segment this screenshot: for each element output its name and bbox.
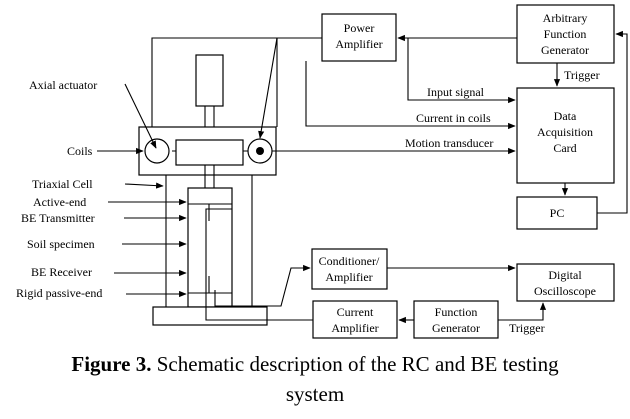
triaxial-cell-label: Triaxial Cell	[32, 177, 93, 191]
wire-current-in-coils	[305, 61, 516, 130]
wire-fg-trigger	[498, 302, 547, 321]
conditioner-block: Conditioner/ Amplifier	[311, 248, 388, 290]
wire-input-signal	[407, 38, 516, 104]
oscilloscope-label-1: Digital	[548, 268, 582, 282]
oscilloscope-label-2: Oscilloscope	[534, 284, 596, 298]
signal-labels: Trigger Input signal Current in coils Mo…	[405, 68, 600, 335]
component-labels: Axial actuator Coils Triaxial Cell Activ…	[16, 78, 102, 300]
signal-wires	[205, 30, 628, 324]
wire-power-to-coils	[276, 37, 322, 40]
axial-actuator-label: Axial actuator	[29, 78, 97, 92]
current-amplifier-label-2: Amplifier	[331, 321, 378, 335]
function-generator-label-1: Function	[435, 305, 478, 319]
wire-receiver-to-conditioner	[214, 264, 311, 307]
drive-head	[175, 139, 244, 166]
power-amplifier-label-2: Amplifier	[335, 37, 382, 51]
be-transmitter-label: BE Transmitter	[21, 211, 95, 225]
coil-left	[144, 138, 170, 164]
soil-specimen-label: Soil specimen	[27, 237, 95, 251]
be-receiver-label: BE Receiver	[31, 265, 92, 279]
oscilloscope-block: Digital Oscilloscope	[516, 263, 615, 302]
figure-caption-line-2: system	[285, 382, 345, 406]
afg-label-2: Function	[544, 27, 587, 41]
pc-block: PC	[516, 196, 598, 230]
wire-current-amp-to-transmitter	[205, 208, 313, 321]
function-generator-label-2: Generator	[432, 321, 480, 335]
daq-label-1: Data	[554, 109, 577, 123]
current-amplifier-block: Current Amplifier	[312, 300, 398, 339]
axial-actuator-body	[195, 54, 224, 107]
figure-caption-line-1: Figure 3. Schematic description of the R…	[0, 350, 630, 379]
trigger-bottom-label: Trigger	[509, 321, 545, 335]
rigid-passive-end-label: Rigid passive-end	[16, 286, 102, 300]
power-amplifier-block: Power Amplifier	[321, 13, 397, 62]
function-generator-block: Function Generator	[413, 300, 499, 339]
coils-label: Coils	[67, 144, 93, 158]
figure-number: Figure 3.	[71, 352, 152, 376]
apparatus	[138, 37, 278, 326]
soil-specimen-body	[187, 187, 233, 308]
rc-be-testing-schematic: Power Amplifier Arbitrary Function Gener…	[16, 4, 628, 339]
current-in-coils-label: Current in coils	[416, 111, 491, 125]
input-signal-label: Input signal	[427, 85, 485, 99]
active-end-label: Active-end	[33, 195, 86, 209]
wire-power-to-right-coil	[258, 37, 278, 139]
afg-label-3: Generator	[541, 43, 589, 57]
conditioner-label-2: Amplifier	[325, 270, 372, 284]
daq-block: Data Acquisition Card	[516, 87, 615, 184]
cell-base	[152, 306, 268, 326]
power-amplifier-label-1: Power	[344, 21, 375, 35]
afg-label-1: Arbitrary	[543, 11, 588, 25]
daq-label-2: Acquisition	[537, 125, 593, 139]
motion-transducer-dot	[256, 147, 264, 155]
motion-transducer-label: Motion transducer	[405, 136, 493, 150]
daq-label-3: Card	[553, 141, 576, 155]
conditioner-label-1: Conditioner/	[319, 254, 380, 268]
trigger-top-label: Trigger	[564, 68, 600, 82]
frame-outline	[151, 37, 278, 127]
caption-text-1: Schematic description of the RC and BE t…	[151, 352, 559, 376]
wire-pc-to-afg	[597, 30, 628, 214]
current-amplifier-label-1: Current	[337, 305, 374, 319]
afg-block: Arbitrary Function Generator	[516, 4, 615, 64]
pointer-arrows	[97, 83, 187, 298]
pc-label: PC	[550, 206, 565, 220]
